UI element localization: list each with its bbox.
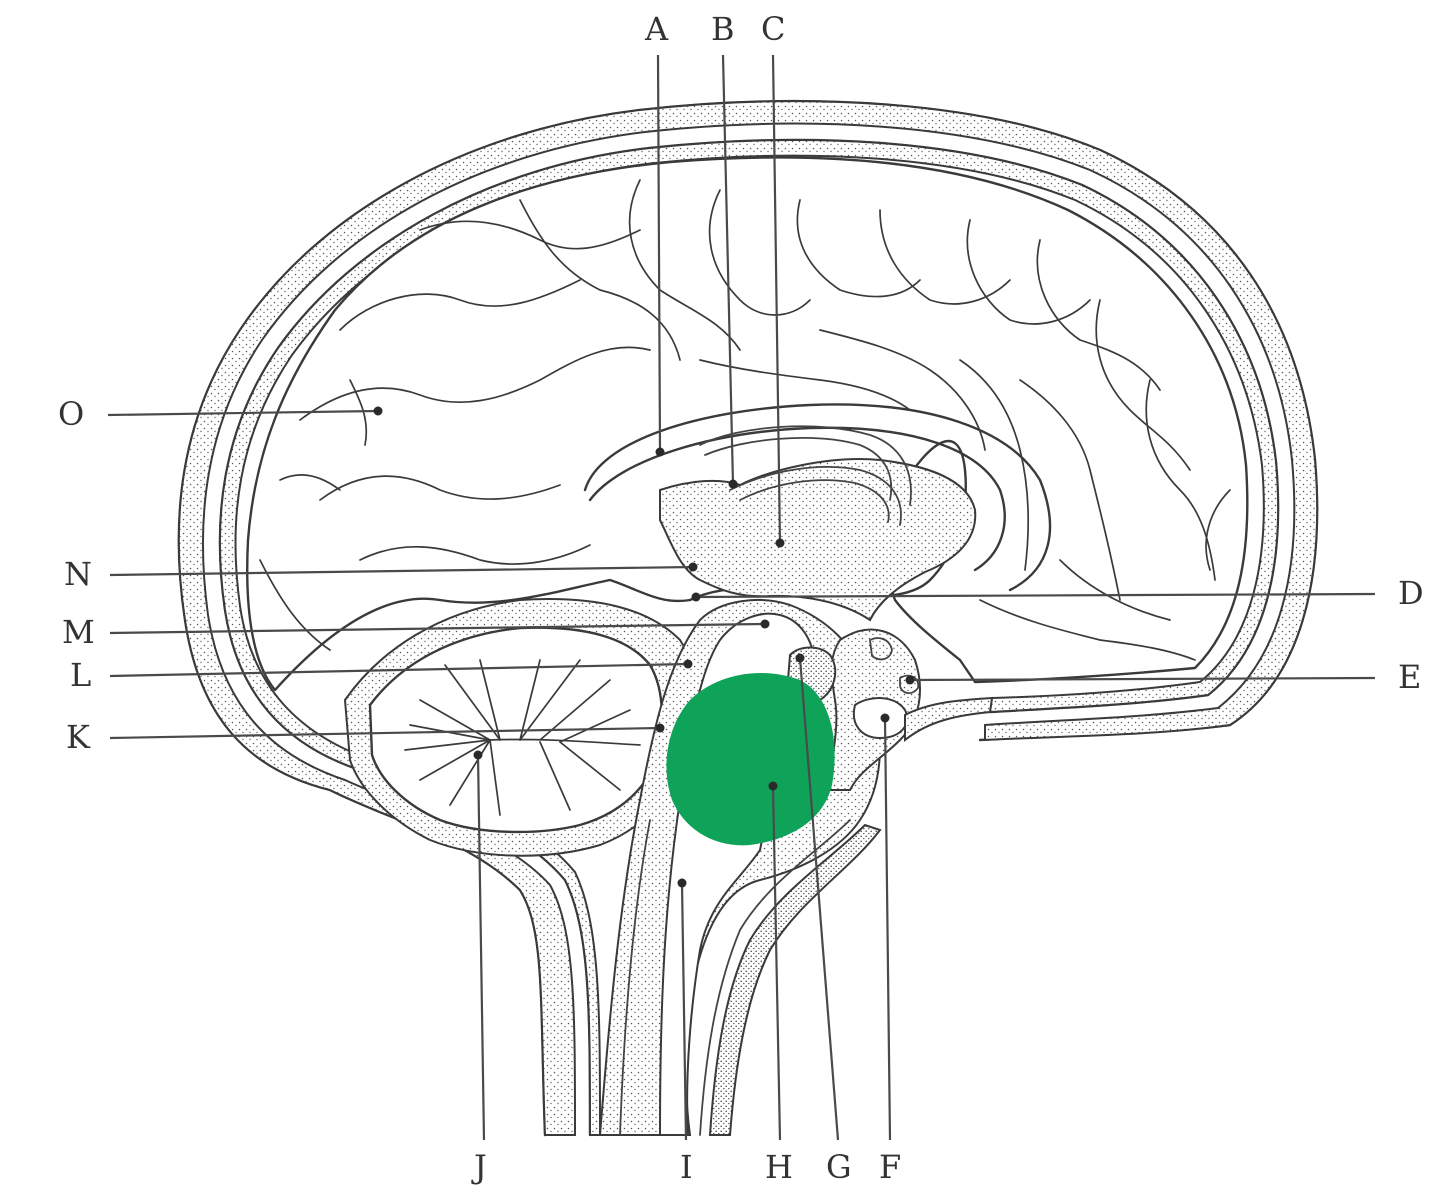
pointer-dot-d bbox=[691, 592, 701, 602]
pointer-dot-i bbox=[677, 878, 687, 888]
label-o: O bbox=[58, 395, 85, 433]
label-i: I bbox=[680, 1148, 694, 1186]
pointer-dot-l bbox=[683, 659, 693, 669]
cerebrum bbox=[246, 156, 1249, 692]
pointer-dot-b bbox=[728, 479, 738, 489]
label-b: B bbox=[711, 10, 736, 48]
label-l: L bbox=[70, 656, 92, 694]
pointer-dot-c bbox=[775, 538, 785, 548]
label-f: F bbox=[879, 1148, 902, 1186]
label-d: D bbox=[1398, 574, 1425, 612]
pointer-dot-o bbox=[373, 406, 383, 416]
pointer-dot-j bbox=[473, 750, 483, 760]
pointer-dot-e bbox=[905, 675, 915, 685]
label-c: C bbox=[761, 10, 786, 48]
pointer-dot-h bbox=[768, 781, 778, 791]
pointer-dot-f bbox=[880, 713, 890, 723]
label-e: E bbox=[1398, 658, 1422, 696]
pointer-dot-n bbox=[688, 562, 698, 572]
leader-lines bbox=[107, 54, 1376, 1141]
labels: A B C D E F G H I J K L M N O bbox=[58, 10, 1425, 1186]
pituitary-region bbox=[786, 628, 994, 791]
label-a: A bbox=[644, 10, 669, 48]
label-n: N bbox=[64, 555, 93, 593]
pointer-dot-g bbox=[795, 653, 805, 663]
label-m: M bbox=[62, 613, 96, 651]
label-h: H bbox=[765, 1148, 794, 1186]
label-j: J bbox=[471, 1148, 488, 1186]
highlight-blob bbox=[666, 672, 835, 846]
label-g: G bbox=[826, 1148, 853, 1186]
pointer-dot-k bbox=[655, 723, 665, 733]
pointer-dot-a bbox=[655, 447, 665, 457]
pointer-dot-m bbox=[760, 619, 770, 629]
label-k: K bbox=[66, 718, 91, 756]
